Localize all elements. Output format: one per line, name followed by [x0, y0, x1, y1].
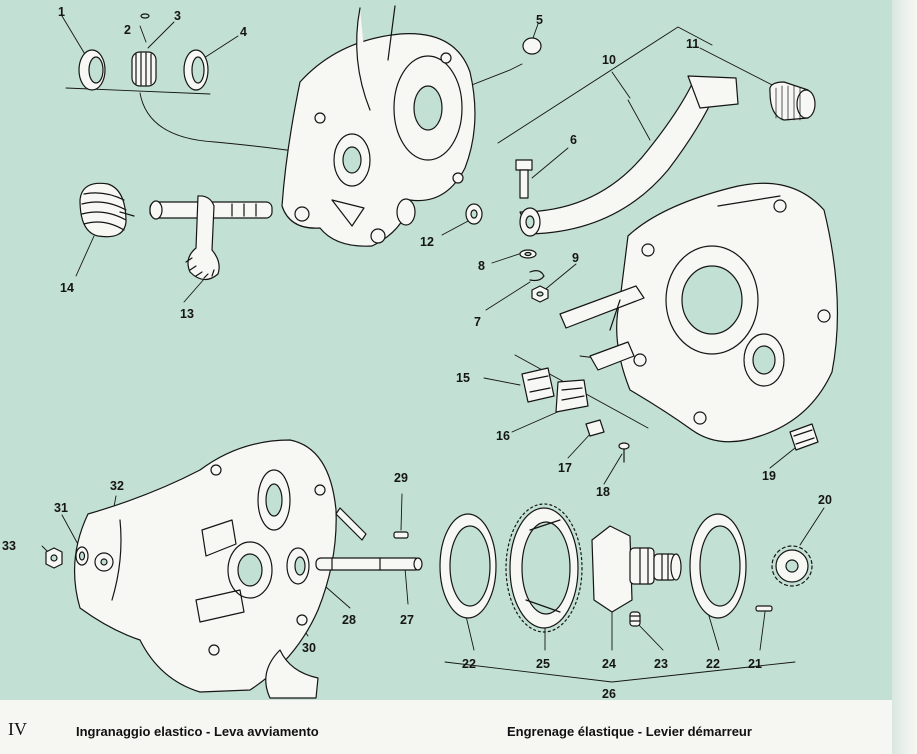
callout-10: 10 — [602, 53, 616, 67]
friction-disc-22-left — [439, 513, 497, 619]
page-edge — [892, 0, 917, 754]
page-number: IV — [8, 719, 27, 739]
spindle-27 — [315, 557, 423, 571]
pin-18 — [618, 442, 630, 463]
washer-31 — [75, 546, 89, 566]
friction-disc-22-right — [689, 513, 747, 619]
spring-23 — [629, 611, 641, 627]
bolt-6 — [515, 159, 533, 199]
ring-gear-25 — [505, 503, 583, 633]
callout-32: 32 — [110, 479, 124, 493]
spring-14 — [79, 182, 135, 238]
nut-9 — [531, 285, 549, 303]
callout-33: 33 — [2, 539, 16, 553]
callout-22-left: 22 — [462, 657, 476, 671]
gearbox-casing-lower — [73, 439, 367, 699]
callout-22-right: 22 — [706, 657, 720, 671]
callout-31: 31 — [54, 501, 68, 515]
callout-18: 18 — [596, 485, 610, 499]
callout-30: 30 — [302, 641, 316, 655]
callout-12: 12 — [420, 235, 434, 249]
ring-4 — [183, 49, 209, 91]
plate-15 — [521, 367, 555, 403]
callout-1: 1 — [58, 5, 65, 19]
callout-24: 24 — [602, 657, 616, 671]
callout-5: 5 — [536, 13, 543, 27]
callout-4: 4 — [240, 25, 247, 39]
plug-5 — [522, 37, 542, 55]
callout-26: 26 — [602, 687, 616, 700]
callout-15: 15 — [456, 371, 470, 385]
callout-29: 29 — [394, 471, 408, 485]
caption-italian: Ingranaggio elastico - Leva avviamento — [76, 724, 319, 739]
callout-21: 21 — [748, 657, 762, 671]
bearing-28 — [286, 547, 310, 585]
engine-casing-right — [559, 182, 839, 443]
callout-23: 23 — [654, 657, 668, 671]
callout-11: 11 — [686, 37, 699, 51]
callout-6: 6 — [570, 133, 577, 147]
engine-casing-upper — [281, 5, 476, 247]
callout-14: 14 — [60, 281, 74, 295]
kickstart-shaft-13 — [149, 195, 273, 281]
rubber-grip-11 — [769, 81, 816, 121]
bush-12 — [465, 203, 483, 225]
callout-28: 28 — [342, 613, 356, 627]
callout-20: 20 — [818, 493, 832, 507]
washer-8 — [519, 249, 537, 259]
pad-17 — [585, 419, 605, 437]
callout-25: 25 — [536, 657, 550, 671]
callout-13: 13 — [180, 307, 194, 321]
callout-19: 19 — [762, 469, 776, 483]
callout-7: 7 — [474, 315, 481, 329]
nut-33 — [45, 547, 63, 569]
filter-19 — [789, 423, 819, 451]
callout-17: 17 — [558, 461, 572, 475]
callout-2: 2 — [124, 23, 131, 37]
seal-ring-1 — [78, 49, 106, 91]
exploded-view-diagram: 1 2 3 4 5 6 7 8 9 10 11 12 13 14 15 16 1… — [2, 5, 839, 700]
callout-labels: 1 2 3 4 5 6 7 8 9 10 11 12 13 14 15 16 1… — [2, 5, 832, 700]
needle-bearing-3 — [131, 51, 157, 87]
pin-21 — [755, 605, 773, 612]
spring-washer-7 — [529, 270, 545, 282]
callout-3: 3 — [174, 9, 181, 23]
callout-9: 9 — [572, 251, 579, 265]
callout-27: 27 — [400, 613, 414, 627]
pinion-20 — [771, 545, 813, 587]
gear-cluster-24 — [591, 525, 682, 613]
plate-16 — [555, 379, 589, 413]
kickstart-lever-10 — [519, 75, 739, 237]
pin-2 — [140, 13, 150, 19]
callout-8: 8 — [478, 259, 485, 273]
caption-french: Engrenage élastique - Levier démarreur — [507, 724, 752, 739]
pin-29 — [393, 531, 409, 539]
sprocket-32 — [94, 552, 114, 572]
callout-16: 16 — [496, 429, 510, 443]
